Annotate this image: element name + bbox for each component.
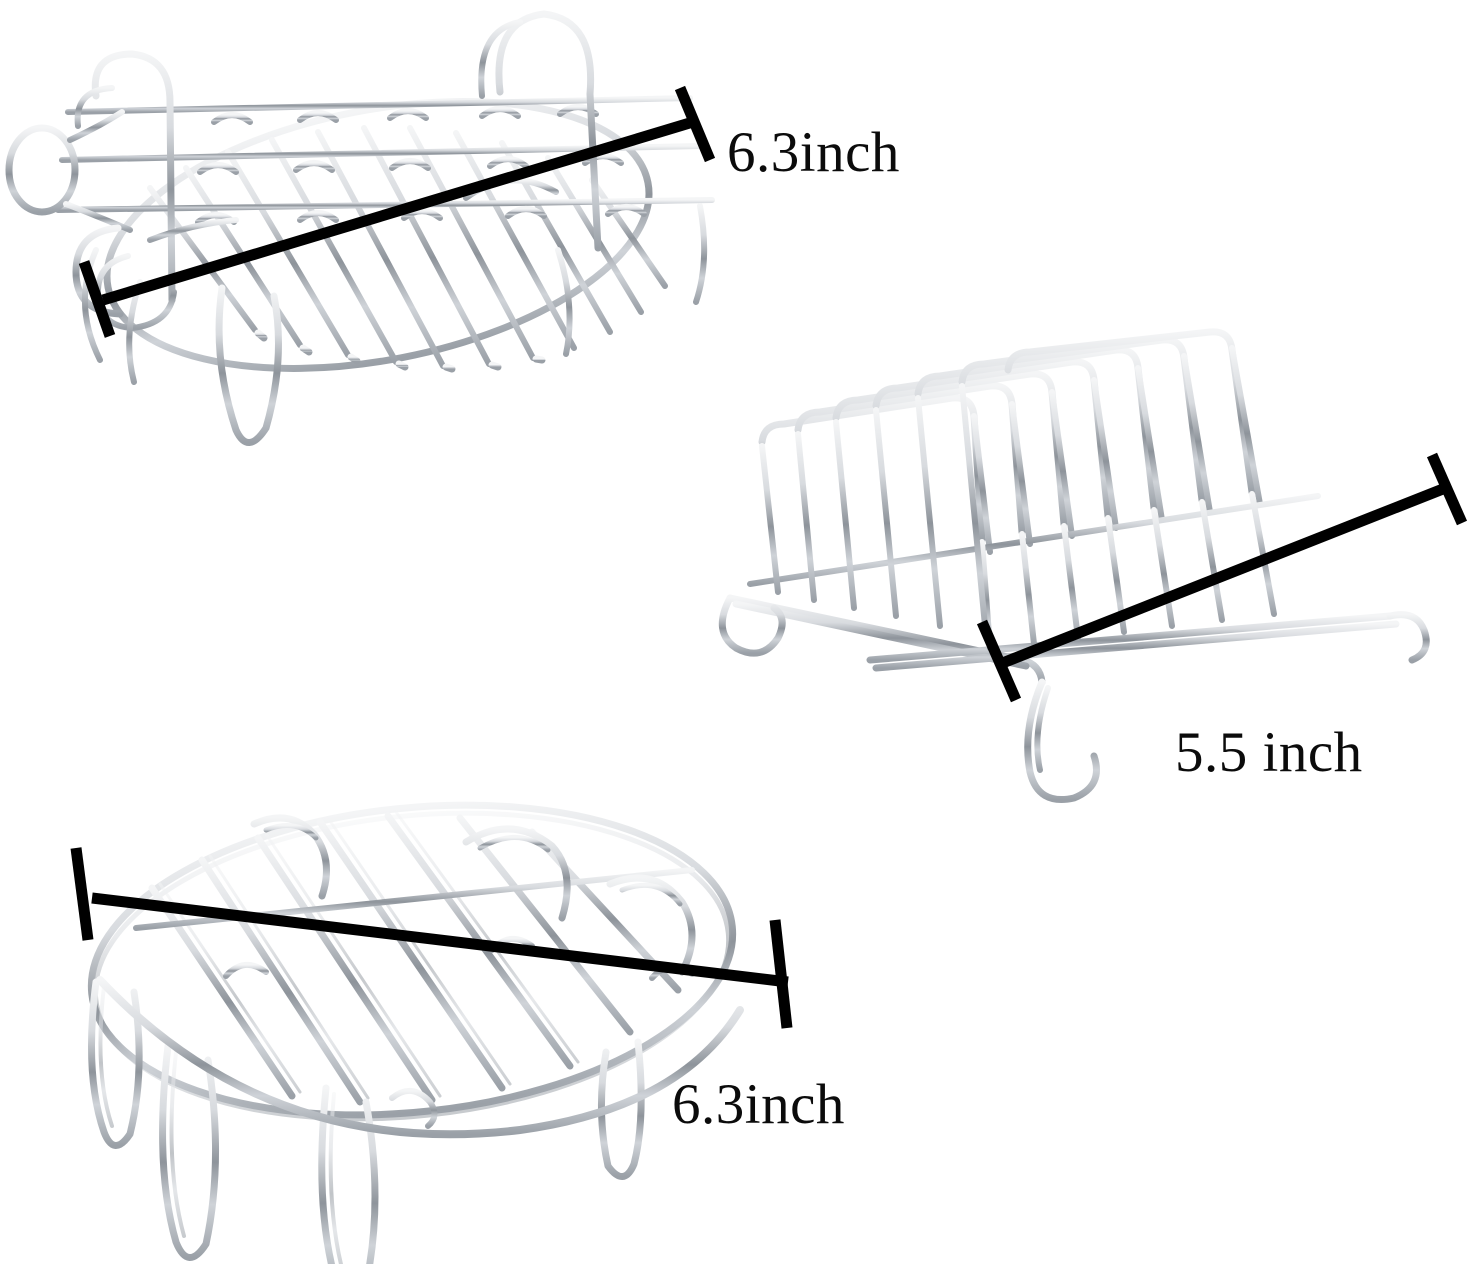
dimension-label-skewer-rack: 6.3inch: [727, 121, 900, 184]
dimension-label-steamer-rack: 6.3inch: [672, 1073, 845, 1136]
dimension-label-toast-rack: 5.5 inch: [1175, 721, 1363, 784]
steamer-rack-wires: [87, 801, 744, 1264]
product-skewer-rack: [0, 0, 760, 480]
skewer-rack-wires: [5, 10, 715, 446]
skewer-rack-illustration: [5, 10, 715, 446]
steamer-rack-illustration: [87, 801, 744, 1264]
product-steamer-rack: [40, 780, 860, 1264]
